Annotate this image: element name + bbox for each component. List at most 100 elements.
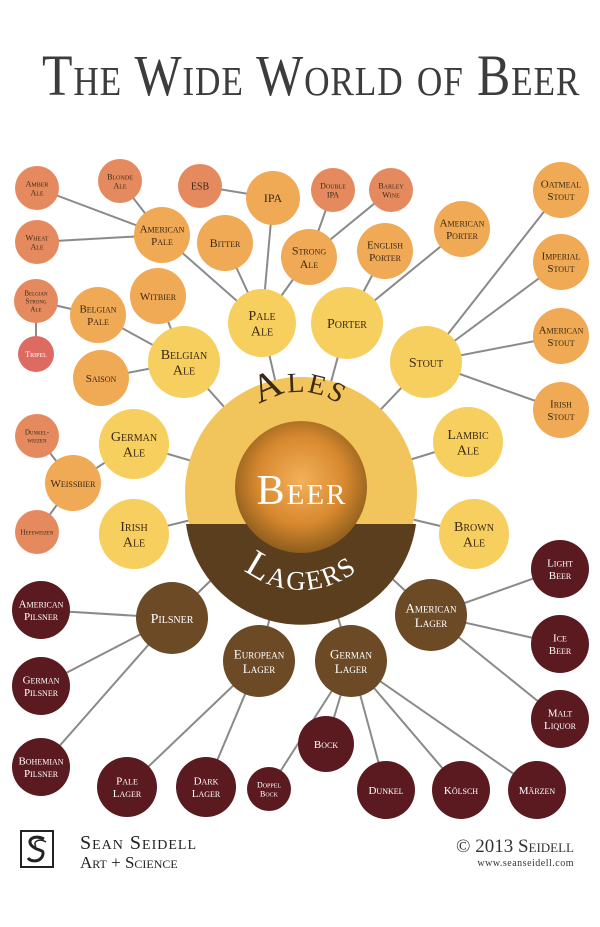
node-label-dunkelweizen: Dunkel-weizen [25,429,50,445]
node-circle-bitter [197,215,253,271]
node-label-line: Pale [116,776,138,788]
node-circle-dark-lager [176,757,236,817]
node-bitter: Bitter [197,215,253,271]
node-label-line: Ale [463,536,485,551]
node-label-line: Wine [382,190,400,199]
node-circle-lambic-ale [433,407,503,477]
node-circle-dunkel [357,761,415,819]
node-label-line: Ale [113,181,126,190]
node-circle-english-porter [357,223,413,279]
node-dunkel: Dunkel [357,761,415,819]
node-circle-european-lager [223,625,295,697]
node-label-bock: Bock [314,739,338,751]
node-label-line: Pale [87,316,109,328]
node-label-line: IPA [264,191,283,205]
node-label-line: Kölsch [444,785,478,797]
node-label-marzen: Märzen [519,785,556,797]
node-ipa: IPA [246,171,300,225]
node-label-line: Ale [173,364,195,379]
node-label-tripel: Tripel [25,350,47,359]
node-label-line: Oatmeal [541,179,581,191]
node-label-line: Hefeweizen [20,529,53,537]
node-label-line: ESB [191,182,210,193]
node-label-line: IPA [327,190,339,199]
node-circle-ice-beer [531,615,589,673]
footer-copyright: © 2013 Seidell [456,836,574,857]
node-label-line: Ale [30,305,41,313]
node-circle-saison [73,350,129,406]
node-label-line: Lager [415,615,447,630]
node-label-line: Dark [194,776,219,788]
node-label-line: Beer [549,570,572,582]
node-circle-double-ipa [311,168,355,212]
node-circle-brown-ale [439,499,509,569]
node-circle-bohemian-pilsner [12,738,70,796]
node-circle-belgian-ale [148,326,220,398]
connector-german-lager-marzen [350,660,538,791]
node-label-line: German [111,430,157,445]
node-label-line: Stout [547,337,574,349]
node-circle-german-pilsner [12,657,70,715]
node-circle-kolsch [432,761,490,819]
node-label-line: Malt [548,708,573,720]
node-label-line: Belgian [79,304,116,316]
node-label-porter: Porter [327,317,367,332]
node-circle-american-lager [395,579,467,651]
node-label-line: Stout [547,191,574,203]
node-label-line: Wheat [26,233,49,242]
node-circle-belgian-pale [70,287,126,343]
node-label-saison: Saison [86,373,117,385]
node-label-line: Stout [547,263,574,275]
node-label-line: Pilsner [24,687,59,699]
node-circle-porter [311,287,383,359]
node-label-line: Ale [30,188,43,197]
node-circle-pale-ale [228,289,296,357]
node-label-line: Porter [446,230,479,242]
node-label-line: Stout [547,411,574,423]
node-circle-esb [178,164,222,208]
node-label-line: Belgian [161,348,208,363]
node-label-line: American [406,600,457,615]
node-marzen: Märzen [508,761,566,819]
node-label-line: American [539,325,584,337]
node-circle-irish-ale [99,499,169,569]
ss-logo-icon [20,830,54,868]
node-circle-german-lager [315,625,387,697]
node-dunkelweizen: Dunkel-weizen [15,414,59,458]
node-label-pilsner: Pilsner [151,612,194,627]
node-hefeweizen: Hefeweizen [15,510,59,554]
